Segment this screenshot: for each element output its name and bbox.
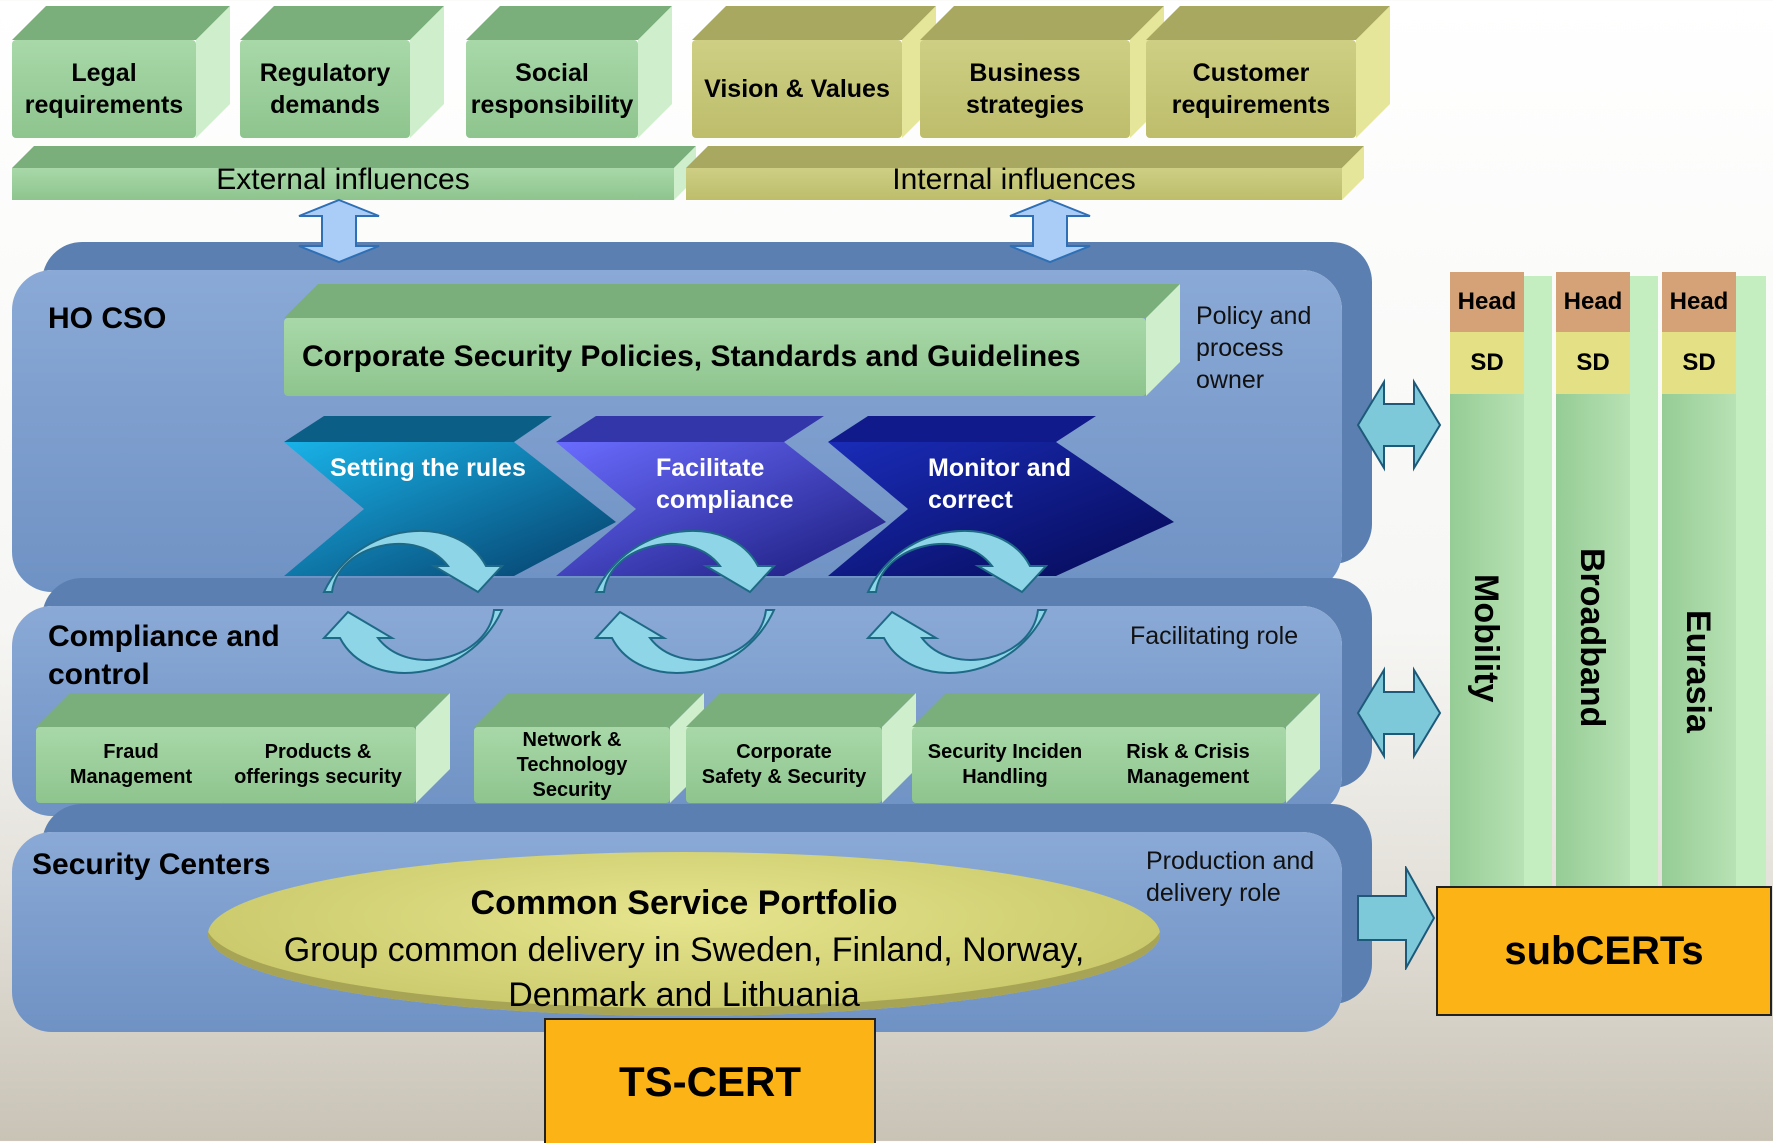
facilitate-line-1: Facilitate [656, 454, 765, 482]
mobility-label: Mobility [1467, 574, 1505, 703]
chevron-monitor-label: Monitor and correct [928, 452, 1071, 516]
policy-owner-note: Policy and process owner [1196, 300, 1311, 396]
regulatory-demands-box: Regulatory demands [240, 6, 444, 138]
policy-owner-line-2: process [1196, 334, 1284, 362]
corporate-policies-label: Corporate Security Policies, Standards a… [302, 340, 1081, 373]
security-centers-right-arrow-icon [1357, 866, 1436, 970]
ts-cert-box: TS-CERT [544, 1018, 876, 1143]
external-influences-bar: External influences [12, 146, 696, 200]
network-line-2: Technology [516, 753, 628, 776]
broadband-sd: SD [1556, 332, 1630, 394]
fraud-management-box: Fraud Management [36, 693, 260, 803]
corporate-safety-line-2: Safety & Security [701, 766, 867, 788]
external-influence-arrow-icon [298, 198, 380, 264]
security-incident-box: Security Inciden Handling [912, 693, 1132, 803]
mobility-sd: SD [1450, 332, 1524, 394]
network-line-1: Network & [522, 728, 622, 751]
common-service-portfolio-title: Common Service Portfolio [470, 884, 898, 922]
chevron-setting-rules-label: Setting the rules [330, 452, 526, 484]
fraud-line-1: Fraud [103, 741, 159, 763]
eurasia-head: Head [1662, 272, 1736, 332]
customer-requirements-box: Customer requirements [1146, 6, 1390, 138]
cycle-arrow-3-icon [865, 530, 1049, 674]
process-chevrons [284, 416, 1174, 576]
internal-influences-bar: Internal influences [686, 146, 1364, 200]
corporate-policies-bar: Corporate Security Policies, Standards a… [284, 284, 1180, 396]
facilitating-role-note: Facilitating role [1130, 622, 1299, 650]
legal-requirements-box: Legal requirements [12, 6, 230, 138]
monitor-line-2: correct [928, 486, 1013, 514]
broadband-head: Head [1556, 272, 1630, 332]
compliance-title-line-1: Compliance and [48, 620, 280, 653]
policy-owner-line-3: owner [1196, 366, 1265, 394]
products-line-1: Products & [264, 741, 372, 763]
business-strategies-line-2: strategies [965, 91, 1085, 119]
customer-requirements-line-2: requirements [1171, 91, 1331, 119]
monitor-line-1: Monitor and [928, 454, 1072, 482]
customer-requirements-line-1: Customer [1192, 59, 1310, 87]
compliance-right-arrow-icon [1356, 666, 1442, 760]
internal-influences-label: Internal influences [892, 163, 1136, 196]
compliance-title-line-2: control [48, 658, 150, 691]
portfolio-line-1: Group common delivery in Sweden, Finland… [283, 931, 1085, 969]
production-role-line-2: delivery role [1146, 879, 1281, 907]
eurasia-sd: SD [1662, 332, 1736, 394]
products-line-2: offerings security [234, 766, 402, 788]
social-responsibility-line-2: responsibility [470, 91, 634, 119]
security-incident-line-1: Security Inciden [927, 741, 1083, 763]
risk-crisis-line-1: Risk & Crisis [1126, 741, 1250, 763]
fraud-line-2: Management [69, 766, 193, 788]
external-influences-label: External influences [216, 163, 470, 196]
legal-requirements-line-1: Legal [71, 59, 137, 87]
cycle-arrow-1-icon [321, 530, 505, 674]
eurasia-label: Eurasia [1679, 610, 1717, 733]
business-strategies-box: Business strategies [920, 6, 1164, 138]
subcerts-box: subCERTs [1436, 886, 1772, 1016]
regulatory-demands-line-1: Regulatory [259, 59, 391, 87]
chevron-facilitate [556, 442, 886, 576]
social-responsibility-line-1: Social [515, 59, 589, 87]
mobility-head: Head [1450, 272, 1524, 332]
portfolio-line-2: Denmark and Lithuania [508, 976, 860, 1014]
compliance-title: Compliance and control [48, 618, 280, 694]
policy-owner-line-1: Policy and [1196, 302, 1312, 330]
products-offerings-box: Products & offerings security [220, 693, 450, 803]
ho-cso-title: HO CSO [48, 302, 167, 335]
common-service-portfolio-text: Group common delivery in Sweden, Finland… [208, 928, 1160, 1018]
security-incident-line-2: Handling [962, 766, 1048, 788]
network-line-3: Security [532, 778, 612, 801]
vision-values-label: Vision & Values [704, 75, 890, 103]
production-role-line-1: Production and [1146, 847, 1315, 875]
legal-requirements-line-2: requirements [24, 91, 184, 119]
setting-rules-line-1: Setting the rules [330, 454, 526, 482]
regulatory-demands-line-2: demands [270, 91, 380, 119]
social-responsibility-box: Social responsibility [466, 6, 672, 138]
common-service-portfolio-ellipse [208, 852, 1160, 1016]
vision-values-box: Vision & Values [692, 6, 936, 138]
risk-crisis-line-2: Management [1126, 766, 1250, 788]
business-strategies-line-1: Business [969, 59, 1081, 87]
network-technology-box: Network & Technology Security [474, 693, 704, 803]
production-role-note: Production and delivery role [1146, 845, 1314, 909]
security-centers-title: Security Centers [32, 848, 271, 881]
internal-influence-arrow-icon [1009, 198, 1091, 264]
broadband-label: Broadband [1573, 548, 1611, 728]
risk-crisis-box: Risk & Crisis Management [1090, 693, 1320, 803]
ho-cso-right-arrow-icon [1356, 378, 1442, 472]
corporate-safety-line-1: Corporate [736, 741, 832, 763]
chevron-setting-rules [284, 442, 616, 576]
chevron-facilitate-label: Facilitate compliance [656, 452, 794, 516]
corporate-safety-box: Corporate Safety & Security [686, 693, 916, 803]
facilitate-line-2: compliance [656, 486, 794, 514]
cycle-arrow-2-icon [593, 530, 777, 674]
